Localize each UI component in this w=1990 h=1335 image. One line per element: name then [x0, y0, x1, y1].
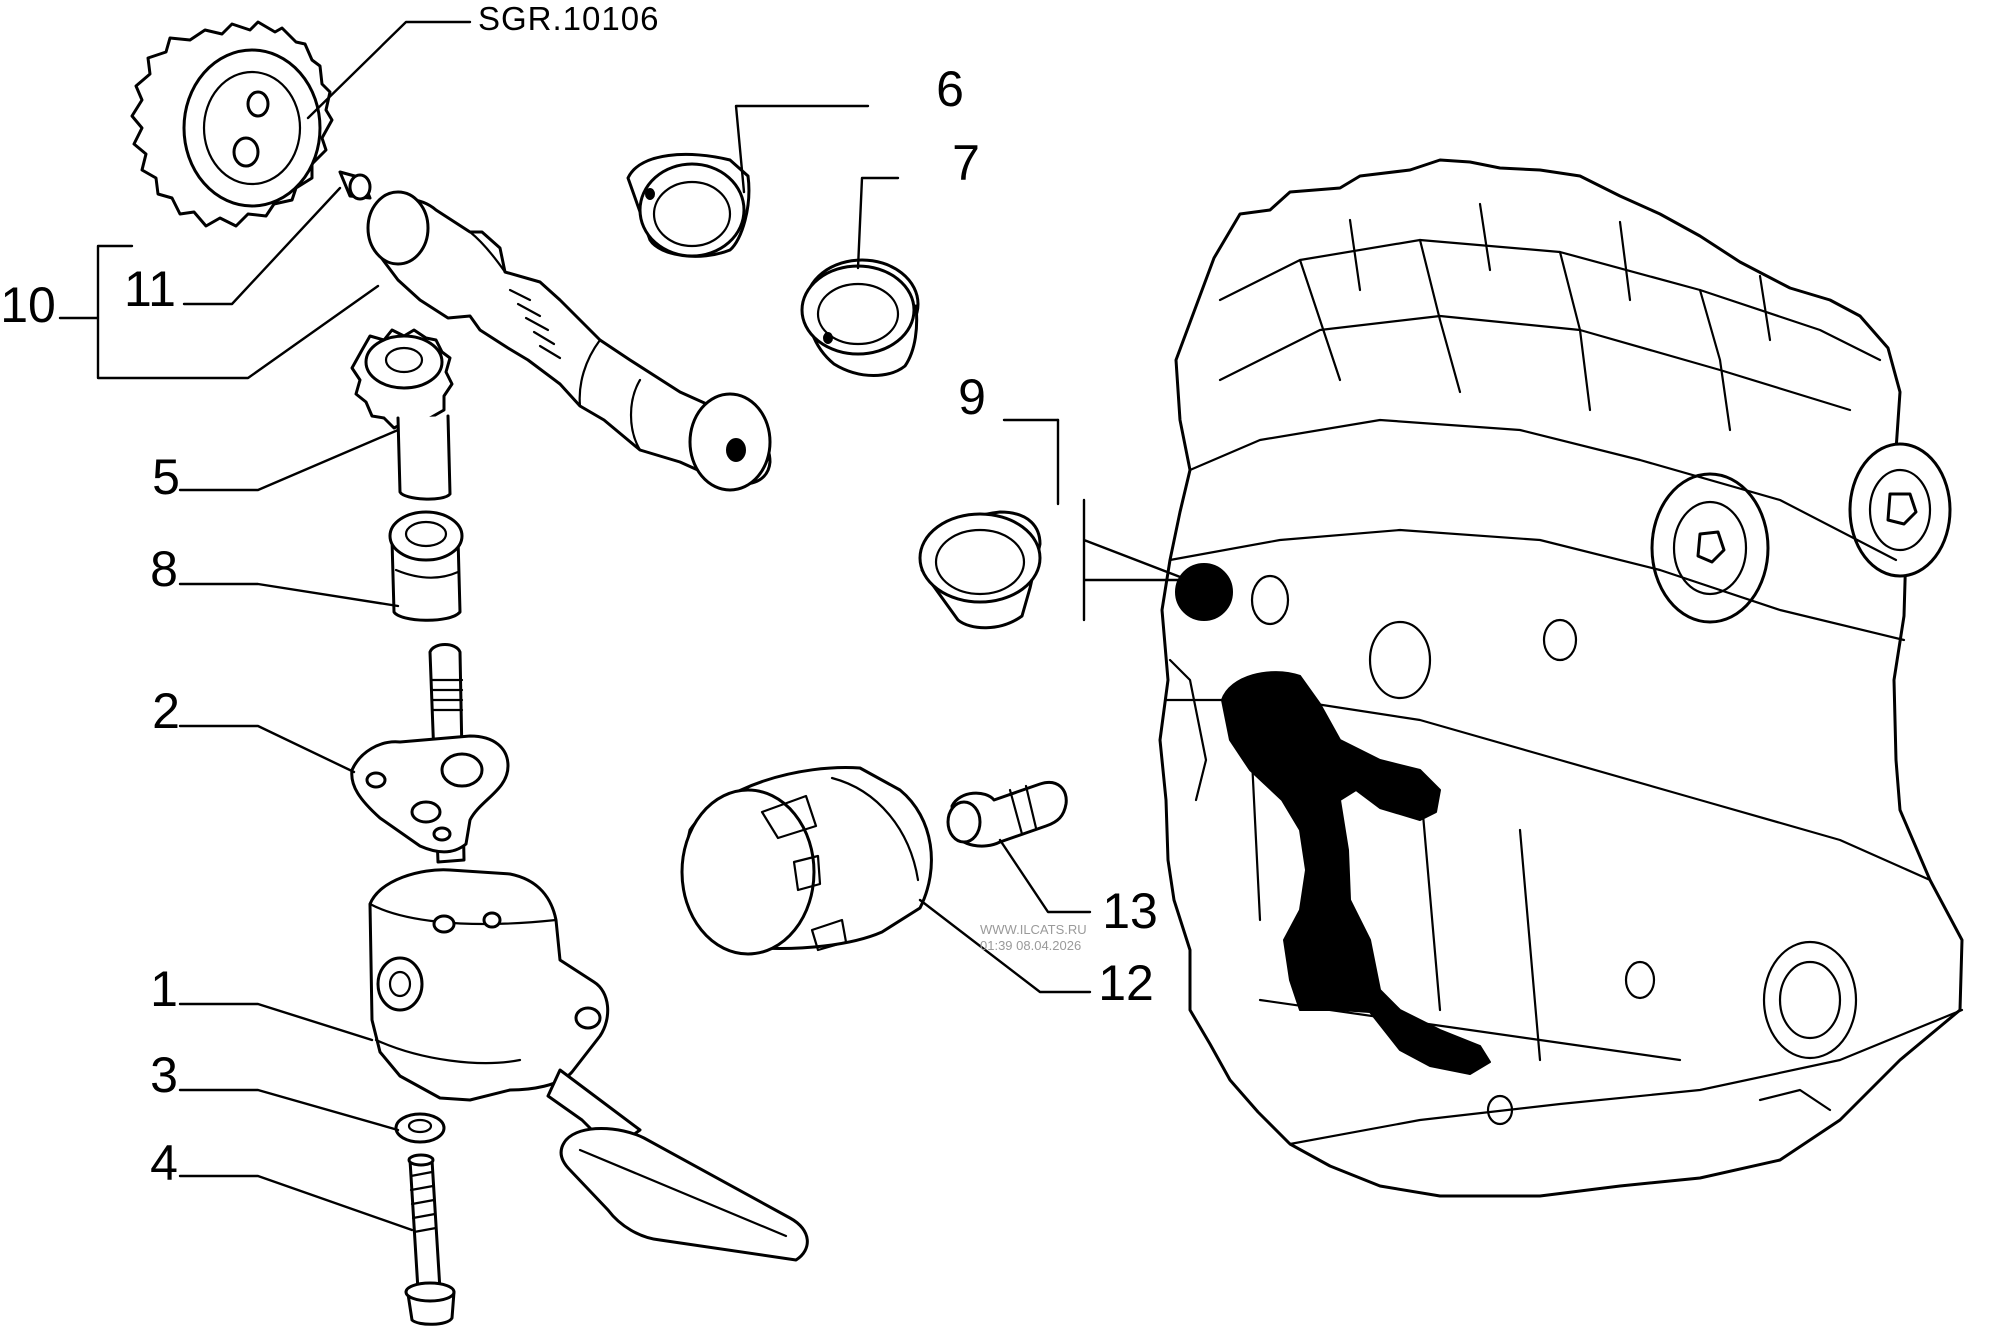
- part-gasket[interactable]: [350, 734, 510, 854]
- callout-4[interactable]: 4: [150, 1135, 178, 1191]
- callout-10[interactable]: 10: [0, 277, 56, 333]
- part-bolt[interactable]: [404, 1153, 456, 1326]
- bracket-9: [1082, 498, 1190, 622]
- leader-7: [856, 176, 900, 270]
- leader-3: [178, 1088, 400, 1132]
- callout-12[interactable]: 12: [1098, 955, 1154, 1011]
- leader-lines: [58, 20, 1190, 1232]
- part-dowel-pin[interactable]: [338, 170, 372, 201]
- part-auxiliary-shaft[interactable]: [366, 190, 772, 492]
- callout-13[interactable]: 13: [1102, 883, 1158, 939]
- leader-8: [178, 582, 400, 608]
- part-oil-filter[interactable]: [680, 766, 933, 956]
- part-bush-8[interactable]: [388, 510, 464, 622]
- callout-1[interactable]: 1: [150, 961, 178, 1017]
- leader-11: [182, 186, 342, 306]
- callout-8[interactable]: 8: [150, 541, 178, 597]
- leader-1: [178, 1002, 374, 1042]
- callout-7[interactable]: 7: [952, 135, 980, 191]
- part-bush-6[interactable]: [626, 152, 751, 258]
- callout-3[interactable]: 3: [150, 1047, 178, 1103]
- callout-5[interactable]: 5: [152, 449, 180, 505]
- leader-ref: [306, 20, 472, 120]
- part-timing-gear[interactable]: [130, 20, 334, 228]
- leader-13: [998, 838, 1092, 914]
- leader-6: [734, 104, 870, 194]
- callout-11[interactable]: 11: [124, 261, 176, 317]
- leader-2: [178, 724, 356, 774]
- part-oil-pump-body[interactable]: [368, 868, 809, 1262]
- part-engine-block[interactable]: [1158, 158, 1964, 1198]
- part-union-nipple[interactable]: [946, 781, 1068, 848]
- watermark-timestamp: 01:39 08.04.2026: [980, 938, 1081, 953]
- callout-2[interactable]: 2: [152, 683, 180, 739]
- leader-4: [178, 1174, 414, 1232]
- part-plug-cup[interactable]: [918, 510, 1042, 630]
- callout-9[interactable]: 9: [958, 369, 986, 425]
- watermark-site: WWW.ILCATS.RU: [980, 922, 1087, 937]
- leader-5: [178, 428, 400, 492]
- bracket-10: [58, 244, 380, 380]
- part-washer[interactable]: [394, 1112, 446, 1144]
- part-bush-7[interactable]: [800, 258, 920, 377]
- callout-6[interactable]: 6: [936, 61, 964, 117]
- leader-12: [918, 898, 1092, 994]
- reference-code: SGR.10106: [478, 0, 659, 37]
- part-drive-gear[interactable]: [350, 328, 454, 501]
